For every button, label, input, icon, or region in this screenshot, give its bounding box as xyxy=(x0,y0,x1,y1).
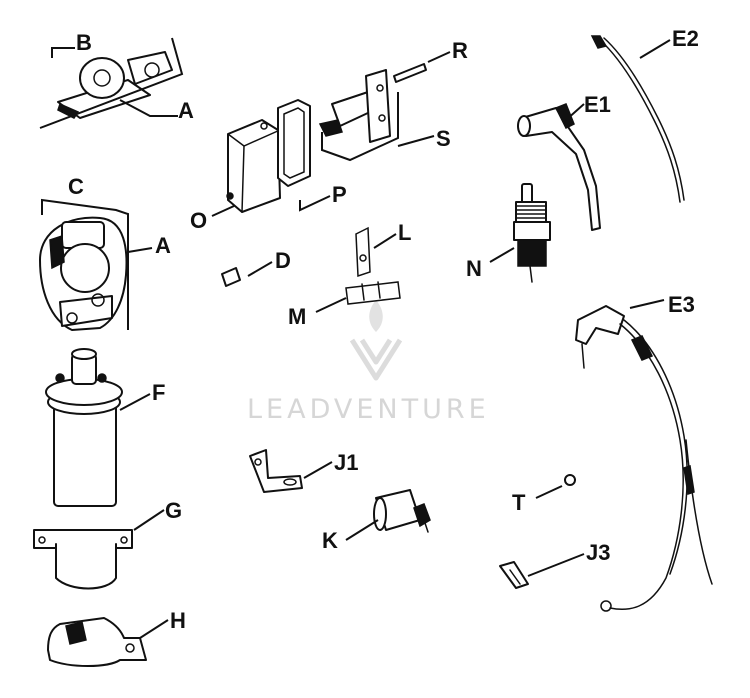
part-terminal-j3 xyxy=(499,561,529,589)
leader-e3 xyxy=(629,299,665,309)
part-lead-wire-e2 xyxy=(590,35,685,203)
part-coil-clamp xyxy=(47,617,147,667)
callout-j1: J1 xyxy=(334,450,358,475)
callout-e2: E2 xyxy=(672,26,699,51)
bracket-a-top xyxy=(39,37,184,129)
part-plate xyxy=(355,226,371,278)
part-pad xyxy=(221,267,241,287)
part-points-set xyxy=(318,63,427,143)
leader-r xyxy=(427,51,451,63)
leader-e1 xyxy=(565,103,585,121)
callout-j3: J3 xyxy=(586,540,610,565)
part-nut xyxy=(564,474,576,486)
leader-s xyxy=(397,135,435,147)
leader-p xyxy=(299,195,331,212)
callout-e3: E3 xyxy=(668,292,695,317)
leader-t xyxy=(535,485,563,499)
leader-h xyxy=(139,619,169,639)
callout-s: S xyxy=(436,126,451,151)
bracket-s xyxy=(321,92,399,162)
leader-d xyxy=(247,261,273,277)
leader-k xyxy=(345,519,379,541)
leader-j3 xyxy=(527,553,585,577)
callout-p: P xyxy=(332,182,347,207)
part-spark-plug xyxy=(513,183,551,283)
leader-a-top xyxy=(119,99,178,117)
part-ignition-coil xyxy=(45,348,123,507)
part-bracket-j1 xyxy=(249,449,303,493)
part-condenser-box xyxy=(226,119,281,213)
callout-d: D xyxy=(275,248,291,273)
callout-a-top: A xyxy=(178,98,194,123)
part-gasket xyxy=(277,99,311,187)
leader-o xyxy=(211,205,235,217)
leader-b xyxy=(51,47,75,58)
part-spark-plug-boot xyxy=(517,103,601,231)
leader-a-mid xyxy=(127,247,153,253)
leader-j1 xyxy=(303,461,333,479)
leader-m xyxy=(315,297,347,313)
callout-n: N xyxy=(466,256,482,281)
leader-l xyxy=(373,233,397,249)
part-breaker-points xyxy=(57,51,173,119)
watermark-logo-icon xyxy=(349,300,403,381)
callout-e1: E1 xyxy=(584,92,611,117)
callout-k: K xyxy=(322,528,338,553)
callout-l: L xyxy=(398,220,411,245)
part-clip xyxy=(345,281,401,305)
leader-f xyxy=(119,393,151,411)
callout-g: G xyxy=(165,498,182,523)
leader-e2 xyxy=(639,39,671,59)
callout-o: O xyxy=(190,208,207,233)
callout-h: H xyxy=(170,608,186,633)
callout-m: M xyxy=(288,304,306,329)
leader-n xyxy=(489,247,515,263)
part-coil-bracket xyxy=(33,529,133,590)
leader-g xyxy=(133,509,165,531)
callout-f: F xyxy=(152,380,165,405)
callout-a-mid: A xyxy=(155,233,171,258)
callout-r: R xyxy=(452,38,468,63)
part-breaker-plate xyxy=(39,216,128,331)
callout-b: B xyxy=(76,30,92,55)
part-condenser xyxy=(373,489,431,533)
watermark-text: LEADVENTURE xyxy=(247,394,490,425)
part-lead-wire-e3 xyxy=(575,305,713,612)
callout-t: T xyxy=(512,490,526,515)
bracket-c xyxy=(41,198,129,330)
callout-c: C xyxy=(68,174,84,199)
